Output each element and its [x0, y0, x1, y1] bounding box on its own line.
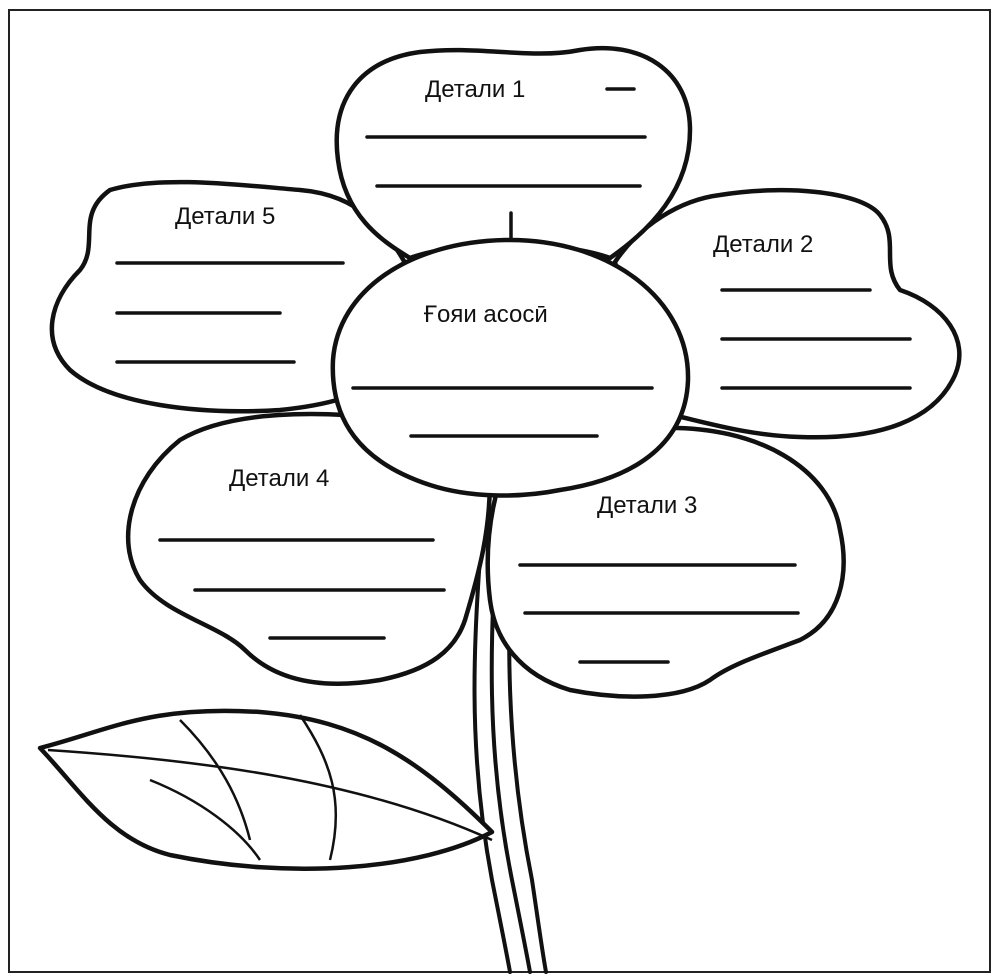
center-circle: Ғояи асосӣ	[333, 240, 688, 496]
petal-5-label: Детали 5	[175, 203, 275, 230]
center-label: Ғояи асосӣ	[423, 301, 548, 328]
petal-4-label: Детали 4	[229, 465, 329, 492]
petal-2-label: Детали 2	[713, 231, 813, 258]
petal-1: Детали 1	[337, 48, 690, 258]
petal-1-label: Детали 1	[425, 76, 525, 103]
leaf	[40, 711, 492, 869]
petal-3-label: Детали 3	[597, 492, 697, 519]
